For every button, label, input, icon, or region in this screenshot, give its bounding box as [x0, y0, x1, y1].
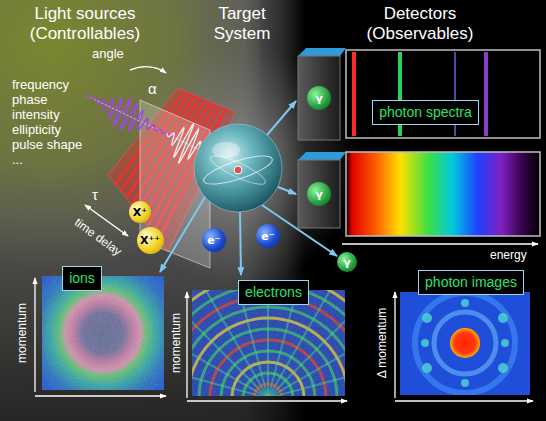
node-text: γ — [315, 189, 323, 200]
photon-image — [400, 292, 530, 395]
electron-symbol: e⁻ — [202, 228, 226, 252]
node-text: X⁺ — [133, 207, 147, 218]
pulse-waves — [85, 95, 202, 163]
diffraction-spot — [422, 363, 432, 373]
beam-axis — [85, 95, 198, 149]
node-text: e⁻ — [207, 235, 220, 246]
angle-label: angle — [92, 46, 124, 62]
observable-tag: photon spectra — [372, 100, 479, 125]
emission-arrow — [160, 197, 205, 272]
ion-momentum-map — [42, 276, 164, 390]
diffraction-spot — [498, 363, 508, 373]
axis-arrow — [394, 292, 395, 398]
ion-symbol: X⁺ — [129, 201, 151, 223]
node-text: electrons — [245, 284, 302, 300]
emission-arrow — [278, 187, 296, 194]
emission-arrow — [240, 212, 241, 275]
section-heading: Target System — [192, 4, 292, 45]
prism-top — [298, 152, 346, 160]
orbit — [208, 151, 268, 189]
electron-momentum-map — [192, 290, 345, 396]
controllable-parameter: ellipticity — [12, 122, 61, 138]
image-noise — [192, 290, 345, 396]
section-heading: Light sources (Controllables) — [5, 4, 165, 45]
diffraction-spot — [421, 339, 429, 347]
axis-arrow — [395, 400, 533, 401]
energy-axis — [342, 243, 538, 244]
orbit — [201, 150, 275, 189]
node-text: γ — [343, 257, 351, 268]
sphere-highlight — [212, 142, 240, 158]
controllable-parameter: frequency — [12, 77, 69, 93]
prism-top — [298, 48, 346, 56]
interference-arc — [192, 290, 345, 396]
continuous-spectrum-panel — [346, 152, 540, 236]
image-noise — [42, 276, 164, 390]
node-text: X⁺⁺ — [140, 235, 160, 246]
photon-symbol: γ — [307, 86, 331, 110]
interference-arc — [192, 290, 345, 396]
axis-arrow — [35, 395, 166, 396]
controllable-parameter: ... — [12, 152, 23, 168]
photon-symbol: γ — [307, 182, 331, 206]
diffraction-spot — [422, 313, 432, 323]
angle-arc — [130, 67, 166, 73]
controllable-parameter: intensity — [12, 107, 60, 123]
axis-label: Δ momentum — [375, 308, 389, 379]
axis-arrow — [187, 400, 347, 401]
spectral-line — [352, 52, 356, 136]
emission-arrow — [267, 101, 296, 135]
axis-arrow — [186, 292, 187, 398]
observable-tag: electrons — [238, 280, 309, 305]
emission-arrow — [262, 205, 337, 256]
ion-image — [42, 276, 164, 390]
controllable-parameter: phase — [12, 92, 47, 108]
diffraction-spot — [461, 379, 469, 387]
laser-pulse — [85, 95, 175, 138]
section-heading: Detectors (Observables) — [350, 4, 490, 45]
nucleus — [234, 166, 242, 174]
axis-arrow — [34, 278, 35, 392]
central-spot — [450, 328, 480, 358]
electron-pattern — [192, 290, 345, 396]
line-spectrum-panel — [346, 50, 540, 138]
diffraction-spot — [498, 313, 508, 323]
diffraction-ring — [434, 312, 496, 374]
node-text: photon spectra — [379, 104, 472, 120]
node-text: ions — [69, 270, 95, 286]
diffraction-spot — [501, 339, 509, 347]
node-text: photon images — [425, 274, 517, 290]
target-glow — [110, 40, 370, 300]
prism — [298, 160, 340, 228]
angle-symbol: α — [148, 80, 157, 98]
photon-map — [400, 292, 530, 395]
delay-symbol: τ — [92, 186, 98, 204]
diffraction-ring — [415, 293, 515, 393]
delay-label: time delay — [72, 215, 125, 259]
observable-tag: ions — [62, 266, 102, 291]
ion-symbol: X⁺⁺ — [137, 227, 164, 254]
node-text: e⁻ — [261, 231, 274, 242]
observable-tag: photon images — [418, 270, 524, 295]
axis-label: energy — [490, 248, 527, 262]
controllable-parameter: pulse shape — [12, 137, 82, 153]
prism — [298, 56, 340, 140]
spectral-line — [484, 52, 488, 136]
photon-symbol: γ — [337, 252, 357, 272]
target-sphere — [194, 124, 282, 212]
node-text: γ — [315, 93, 323, 104]
diffraction-spot — [461, 299, 469, 307]
axis-label: momentum — [15, 303, 29, 363]
electron-symbol: e⁻ — [256, 224, 280, 248]
axis-label: momentum — [169, 313, 183, 373]
